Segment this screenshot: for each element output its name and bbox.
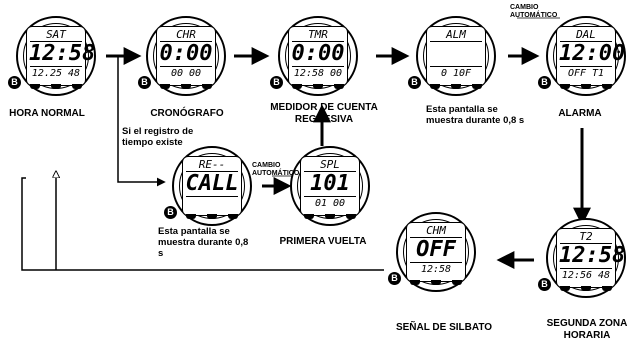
watch-buttons	[186, 214, 238, 220]
watch-display: ALM 0 10F	[426, 26, 486, 86]
note-registro: Si el registro de tiempo existe	[122, 126, 194, 148]
watch-recall: RE--CALL	[172, 146, 252, 226]
label-primera-vuelta: PRIMERA VUELTA	[279, 236, 367, 247]
display-divider	[292, 66, 344, 67]
display-divider	[560, 268, 612, 269]
watch-display: RE--CALL	[182, 156, 242, 216]
arrow-crono-to-recall	[117, 56, 166, 187]
display-divider	[186, 196, 238, 197]
display-divider	[292, 41, 344, 42]
watch-buttons	[160, 84, 212, 90]
arrow-chm-to-hora	[21, 177, 384, 271]
display-divider	[304, 171, 356, 172]
b-button-icon: B	[388, 272, 401, 285]
b-button-icon: B	[138, 76, 151, 89]
watch-buttons	[560, 84, 612, 90]
display-divider	[430, 66, 482, 67]
watch-buttons	[430, 84, 482, 90]
watch-alarma-set: ALM 0 10F	[416, 16, 496, 96]
b-button-icon: B	[408, 76, 421, 89]
display-bottom: 0 10F	[440, 68, 472, 79]
display-top: T2	[579, 230, 593, 243]
watch-buttons	[560, 286, 612, 292]
label-senal-silbato: SEÑAL DE SILBATO	[395, 322, 493, 333]
note-cambio-auto-1: CAMBIO AUTOMÁTICO	[252, 162, 300, 177]
display-main: OFF	[416, 237, 456, 262]
note-pantalla-alm: Esta pantalla se muestra durante 0,8 s	[426, 104, 525, 126]
display-divider	[560, 41, 612, 42]
display-top: CHM	[426, 224, 446, 237]
display-main: 12:00	[559, 41, 626, 66]
display-top: CHR	[176, 28, 196, 41]
display-bottom: 12:58 00	[293, 68, 343, 79]
display-top: SAT	[46, 28, 66, 41]
display-divider	[560, 66, 612, 67]
display-divider	[160, 41, 212, 42]
display-bottom: 00 00	[170, 68, 202, 79]
display-bottom: OFF T1	[567, 68, 605, 79]
display-divider	[410, 237, 462, 238]
display-divider	[410, 262, 462, 263]
b-button-icon: B	[538, 76, 551, 89]
display-divider	[560, 243, 612, 244]
watch-buttons	[30, 84, 82, 90]
b-button-icon: B	[538, 278, 551, 291]
display-bottom: 01 00	[314, 198, 346, 209]
watch-buttons	[292, 84, 344, 90]
note-pantalla-recall: Esta pantalla se muestra durante 0,8 s	[158, 226, 249, 259]
display-top: DAL	[576, 28, 596, 41]
display-main: 0:00	[291, 41, 345, 66]
b-button-icon: B	[270, 76, 283, 89]
display-bottom: 12:56 48	[561, 270, 611, 281]
label-alarma: ALARMA	[558, 108, 602, 119]
note-cambio-auto-2: CAMBIO AUTOMÁTICO	[510, 4, 558, 19]
display-divider	[186, 171, 238, 172]
display-divider	[430, 41, 482, 42]
b-button-icon: B	[8, 76, 21, 89]
display-bottom: 12:58	[420, 264, 452, 275]
label-cronografo: CRONÓGRAFO	[150, 108, 224, 119]
display-top: ALM	[446, 28, 466, 41]
display-main: 12:58	[559, 243, 626, 268]
display-top: SPL	[320, 158, 340, 171]
watch-buttons	[410, 280, 462, 286]
display-divider	[30, 41, 82, 42]
display-divider	[304, 196, 356, 197]
display-bottom: 12.25 48	[31, 68, 81, 79]
label-segunda-zona: SEGUNDA ZONA HORARIA	[546, 318, 628, 341]
display-main: 0:00	[159, 41, 213, 66]
display-divider	[30, 66, 82, 67]
display-main: 12:58	[29, 41, 96, 66]
display-divider	[160, 66, 212, 67]
watch-buttons	[304, 214, 356, 220]
display-main: 101	[310, 171, 350, 196]
label-hora-normal: HORA NORMAL	[9, 108, 85, 119]
display-top: RE--	[198, 158, 226, 171]
label-medidor: MEDIDOR DE CUENTA REGRESIVA	[270, 102, 378, 125]
display-top: TMR	[308, 28, 328, 41]
display-main: CALL	[185, 171, 239, 196]
b-button-icon: B	[164, 206, 177, 219]
